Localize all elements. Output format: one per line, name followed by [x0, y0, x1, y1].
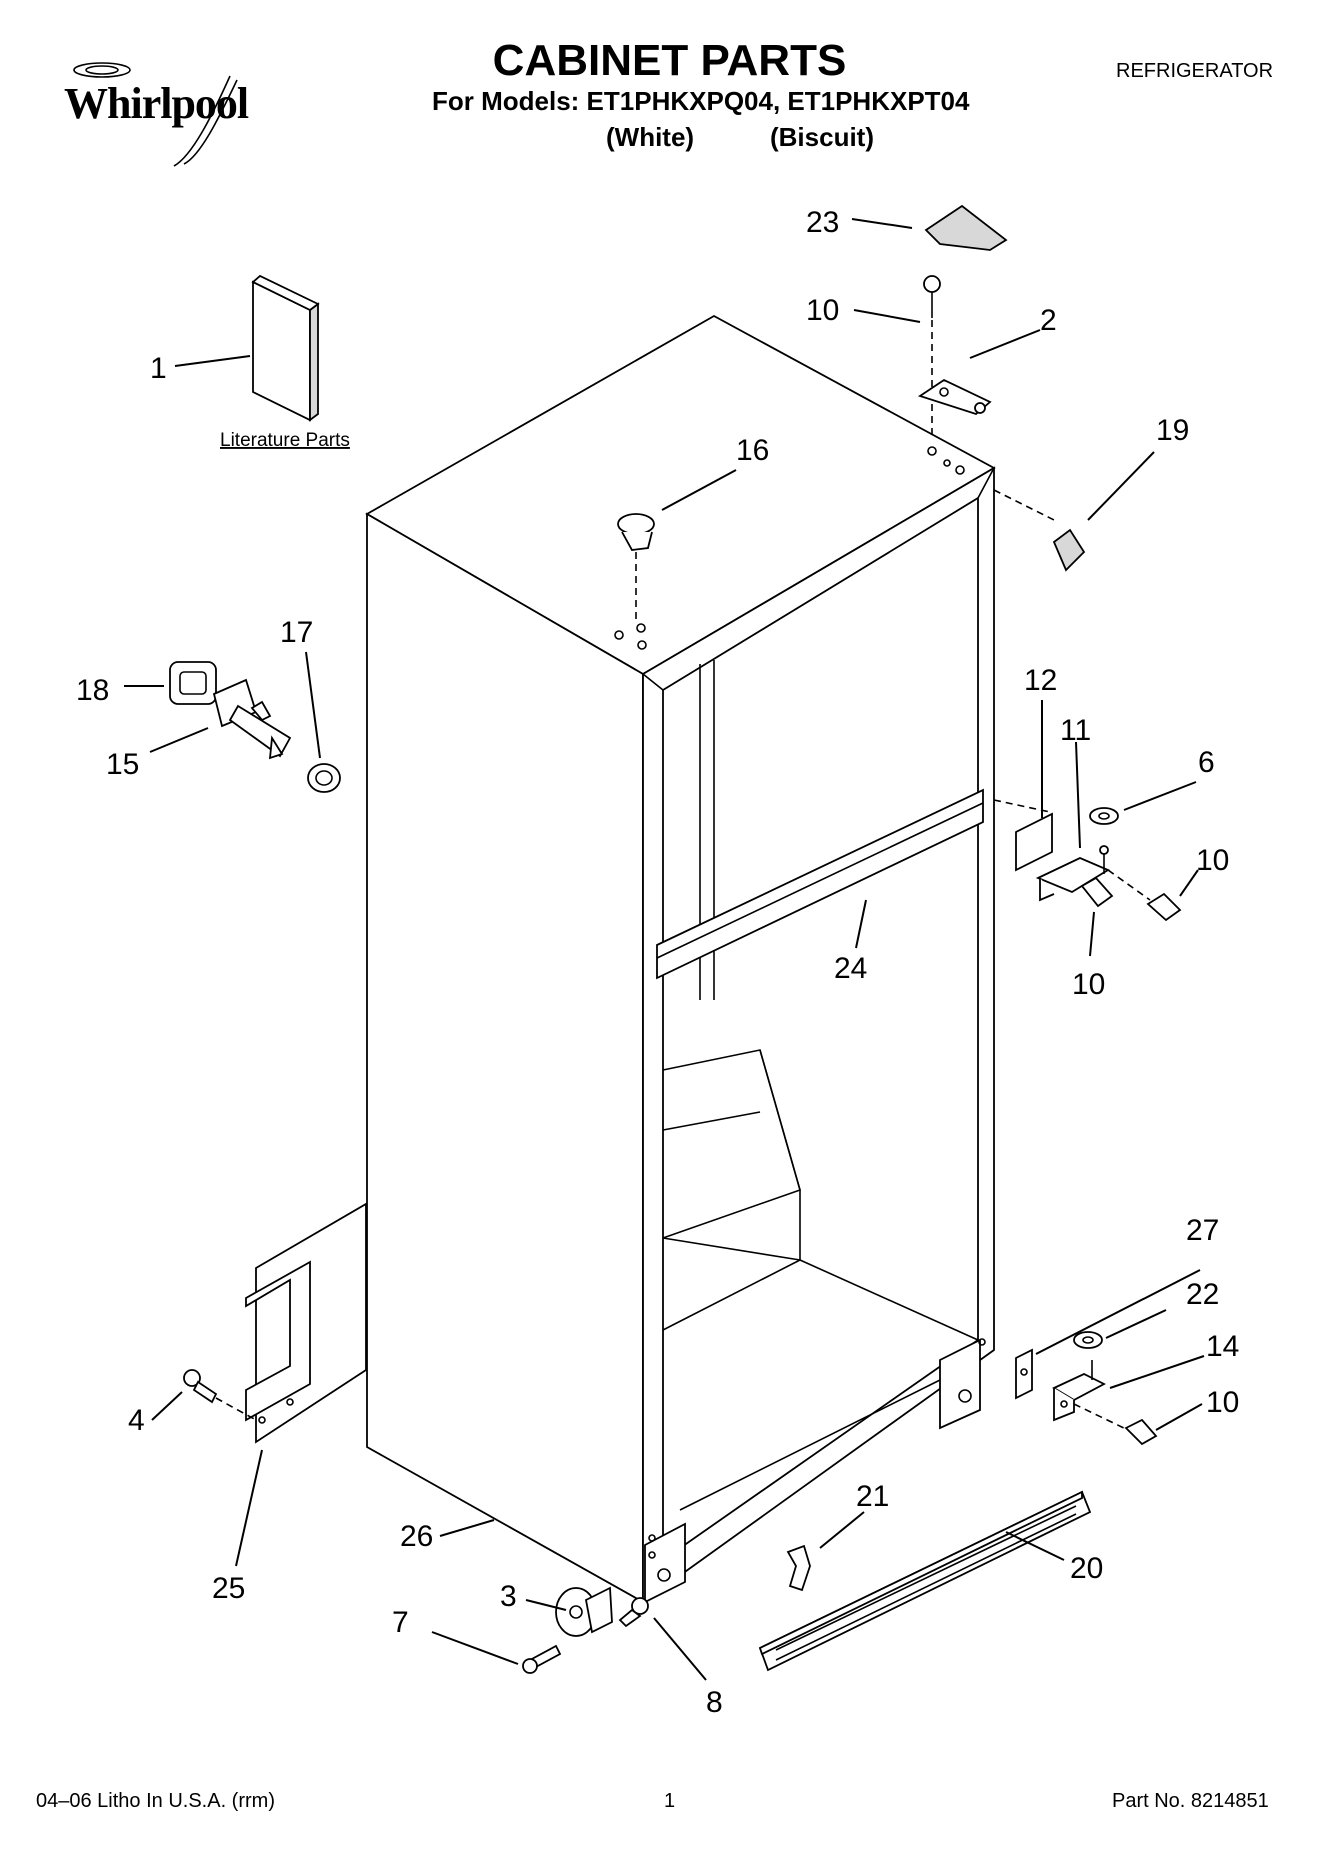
callout-10-mid-lower: 10 — [1072, 968, 1105, 1001]
part-7-pin — [522, 1644, 562, 1674]
callout-15: 15 — [106, 748, 139, 781]
part-16-plug — [617, 513, 655, 551]
part-10-top-screw — [923, 275, 941, 318]
callout-11: 11 — [1060, 714, 1091, 747]
callout-2: 2 — [1040, 304, 1057, 337]
part-6-washer — [1089, 807, 1119, 825]
part-10-hinge-screw-a — [1146, 892, 1182, 922]
callout-16: 16 — [736, 434, 769, 467]
literature-label: Literature Parts — [220, 430, 350, 451]
part-3-leveler — [555, 1586, 613, 1637]
part-20-base-grille — [758, 1490, 1092, 1672]
part-22-washer — [1073, 1331, 1103, 1349]
callout-21: 21 — [856, 1480, 889, 1513]
callout-1: 1 — [150, 352, 167, 385]
callout-27: 27 — [1186, 1214, 1219, 1247]
part-14-bottom-hinge — [1052, 1360, 1106, 1422]
part-15-valve — [212, 678, 292, 760]
callout-labels: 1 2 3 4 6 7 8 10 10 10 10 11 12 14 15 16… — [76, 206, 1239, 1719]
callout-24: 24 — [834, 952, 867, 985]
callout-10-top: 10 — [806, 294, 839, 327]
callout-14: 14 — [1206, 1330, 1239, 1363]
part-1-literature — [251, 274, 320, 422]
leader-lines — [124, 218, 1205, 1681]
callout-22: 22 — [1186, 1278, 1219, 1311]
part-25-bracket — [245, 1202, 367, 1444]
callout-19: 19 — [1156, 414, 1189, 447]
brand-logo: Whirlpool — [62, 56, 282, 176]
part-8-screw — [618, 1597, 649, 1628]
callout-8: 8 — [706, 1686, 723, 1719]
callout-3: 3 — [500, 1580, 517, 1613]
part-10-hinge-screw-b — [1080, 876, 1114, 908]
part-10-bottom-screw — [1124, 1418, 1158, 1446]
callout-12: 12 — [1024, 664, 1057, 697]
footer-part-number: Part No. 8214851 — [1112, 1790, 1269, 1812]
part-19-hinge-cover — [1052, 528, 1086, 572]
part-23-cover — [924, 204, 1008, 251]
page-title: CABINET PARTS — [492, 36, 847, 85]
callout-6: 6 — [1198, 746, 1215, 779]
part-24-mullion-bar — [656, 788, 984, 980]
part-18-gasket — [169, 661, 217, 705]
callout-7: 7 — [392, 1606, 409, 1639]
part-4-screw — [183, 1369, 218, 1404]
color-white: (White) — [606, 122, 695, 152]
color-biscuit: (Biscuit) — [770, 122, 874, 152]
callout-18: 18 — [76, 674, 109, 707]
callout-4: 4 — [128, 1404, 145, 1437]
callout-20: 20 — [1070, 1552, 1103, 1585]
footer-litho: 04–06 Litho In U.S.A. (rrm) — [36, 1790, 275, 1812]
part-27-shim — [1015, 1348, 1033, 1400]
brand-name: Whirlpool — [64, 79, 249, 128]
cabinet-body — [365, 314, 996, 1604]
part-21-clip — [786, 1544, 811, 1592]
footer-page-number: 1 — [664, 1790, 676, 1812]
callout-26: 26 — [400, 1520, 433, 1553]
part-12-shim — [1015, 812, 1053, 872]
models-line: For Models: ET1PHKXPQ04, ET1PHKXPT04 — [432, 86, 970, 116]
callout-10-bottom: 10 — [1206, 1386, 1239, 1419]
part-2-top-hinge — [917, 378, 992, 416]
callout-25: 25 — [212, 1572, 245, 1605]
callout-17: 17 — [280, 616, 313, 649]
logo-swirl-icon — [73, 62, 238, 167]
product-type: REFRIGERATOR — [1116, 60, 1274, 82]
callout-23: 23 — [806, 206, 839, 239]
callout-10-mid-right: 10 — [1196, 844, 1229, 877]
part-17-grommet — [307, 763, 341, 793]
exploded-parts-diagram: Literature Parts — [76, 204, 1239, 1719]
